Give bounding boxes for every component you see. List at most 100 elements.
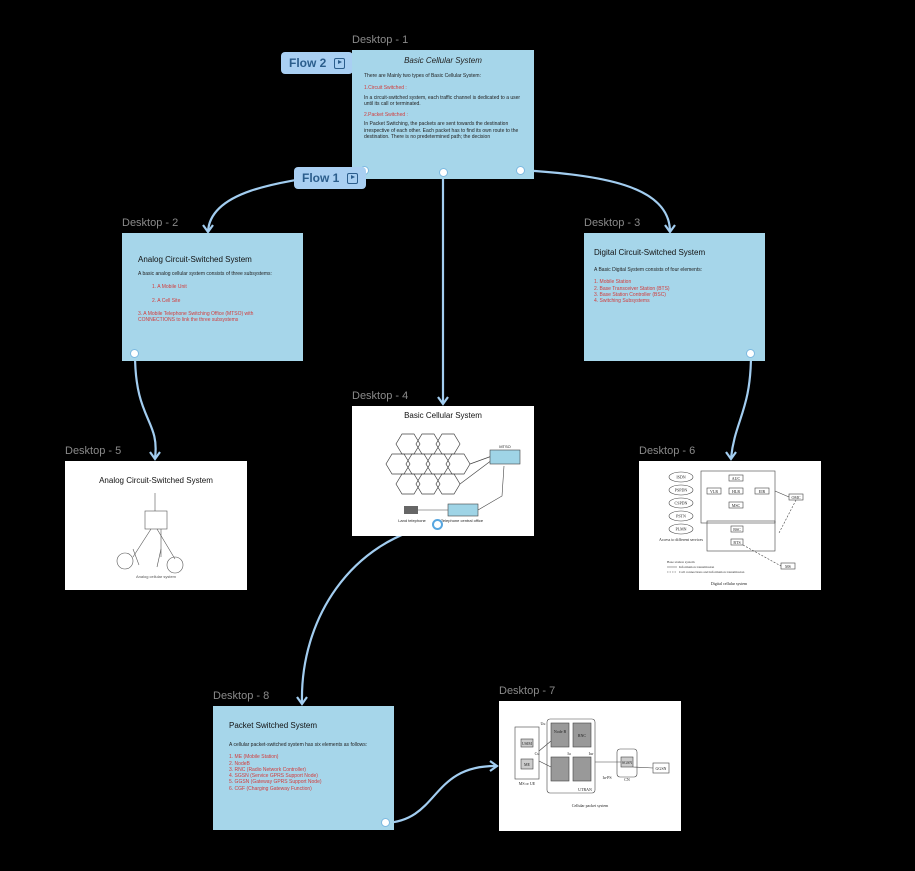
frame-desktop-1[interactable]: Basic Cellular System There are Mainly t… (352, 50, 534, 179)
flow-1-label: Flow 1 (302, 171, 340, 185)
frame-label-desktop-5: Desktop - 5 (65, 445, 122, 457)
legend-label: Information transmission (679, 565, 715, 569)
slide-item: 6. CGF (Charging Gateway Function) (229, 785, 312, 792)
connector-d1-d3 (519, 168, 672, 233)
play-icon[interactable] (334, 57, 346, 69)
network-node: CSPDN (675, 501, 688, 506)
diagram-box-label: AUC (732, 476, 741, 481)
diagram-box-label: OMC (791, 495, 800, 500)
slide-intro: A cellular packet-switched system has si… (229, 742, 368, 748)
slide-intro: A basic analog cellular system consists … (138, 271, 272, 277)
connection-handle[interactable] (432, 519, 443, 530)
diagram-label: Iu (567, 751, 570, 756)
diagram-box-label: MS (785, 564, 791, 569)
arrowhead-d2 (202, 224, 214, 234)
frame-desktop-7[interactable]: Uu Iu Iur Iu-PS UTRAN CN MS or UE GGSN S… (499, 701, 681, 831)
slide-item: 3. Base Station Controller (BSC) (594, 291, 666, 298)
slide-intro: There are Mainly two types of Basic Cell… (364, 73, 481, 79)
packet-system-diagram: Uu Iu Iur Iu-PS UTRAN CN MS or UE GGSN S… (514, 718, 670, 808)
diagram-label: GGSN (656, 766, 667, 771)
frame-label-desktop-6: Desktop - 6 (639, 445, 696, 457)
connector-d2-d5 (133, 353, 157, 459)
frame-desktop-5[interactable]: Analog Circuit-Switched System Analog ce… (65, 461, 247, 590)
slide-item-circuit: 1.Circuit Switched : (364, 85, 407, 92)
arrowhead-d8 (296, 696, 308, 706)
slide-title: Basic Cellular System (404, 411, 482, 420)
flow-2-tag[interactable]: Flow 2 (281, 52, 354, 74)
slide-text-circuit: In a circuit-switched system, each traff… (364, 94, 521, 107)
frame-desktop-6[interactable]: ISDN PSPDN CSPDN PSTN PLMN AUC VLR HLR E… (639, 461, 821, 590)
cell-grid-diagram: MTSO Land telephone Telephone central of… (385, 433, 521, 523)
diagram-box-label: VLR (710, 489, 718, 494)
connection-handle[interactable] (746, 349, 755, 358)
diagram-label: USIM (522, 741, 532, 746)
arrowhead-d6 (725, 451, 737, 461)
diagram-box-label: HLR (732, 489, 740, 494)
connection-handle[interactable] (381, 818, 390, 827)
legend-label: Base station system (667, 560, 695, 564)
diagram-label: SGSN (622, 760, 632, 765)
frame-label-desktop-7: Desktop - 7 (499, 685, 556, 697)
network-node: PSPDN (675, 488, 688, 493)
slide-title: Packet Switched System (229, 721, 318, 730)
diagram-label: Node B (554, 729, 567, 734)
slide-item: 1. Mobile Station (594, 279, 632, 286)
flow-2-label: Flow 2 (289, 56, 327, 70)
slide-title: Digital Circuit-Switched System (594, 248, 706, 257)
slide-title: Basic Cellular System (404, 56, 482, 65)
arrowhead-d4 (437, 396, 449, 406)
network-node: PSTN (676, 514, 686, 519)
diagram-label: ME (524, 762, 531, 767)
diagram-caption: Cellular packet system (572, 803, 609, 808)
slide-text-packet: In Packet Switching, the packets are sen… (364, 121, 519, 140)
arrowhead-d7 (489, 760, 499, 772)
slide-item: 3. RNC (Radio Network Controller) (229, 766, 306, 773)
diagram-box-label: BTS (733, 540, 740, 545)
land-telephone-label: Land telephone (398, 518, 426, 523)
connection-handle[interactable] (516, 166, 525, 175)
diagram-caption: Analog cellular system (136, 574, 177, 579)
frame-label-desktop-2: Desktop - 2 (122, 217, 179, 229)
slide-item: 4. SGSN (Service GPRS Support Node) (229, 773, 318, 779)
slide-item: 2. NodeB (229, 760, 250, 767)
frame-desktop-4[interactable]: Basic Cellular System MTSO Land telephon… (352, 406, 534, 536)
connector-d4-d8 (300, 522, 439, 704)
frame-label-desktop-1: Desktop - 1 (352, 34, 409, 46)
diagram-label: Uu (541, 721, 546, 726)
connector-d3-d6 (729, 353, 753, 459)
slide-item-packet: 2.Packet Switched : (364, 112, 408, 118)
slide-item: 4. Switching Subsystems (594, 298, 650, 304)
arrowhead-d5 (149, 451, 161, 461)
network-node: ISDN (676, 475, 685, 480)
diagram-label: MS or UE (519, 781, 536, 786)
arrowhead-d3 (664, 224, 676, 234)
slide-title: Analog Circuit-Switched System (99, 476, 213, 485)
diagram-box-label: EIR (759, 489, 766, 494)
diagram-label: Iu-PS (602, 775, 611, 780)
frame-desktop-3[interactable]: Digital Circuit-Switched System A Basic … (584, 233, 765, 361)
slide-item: 2. Base Transceiver Station (BTS) (594, 285, 670, 292)
slide-item: 1. A Mobile Unit (152, 284, 187, 291)
slide-title: Analog Circuit-Switched System (138, 255, 252, 264)
frame-label-desktop-8: Desktop - 8 (213, 690, 270, 702)
connection-handle[interactable] (439, 168, 448, 177)
flow-1-tag[interactable]: Flow 1 (294, 167, 367, 189)
slide-item: 3. A Mobile Telephone Switching Office (… (138, 310, 254, 323)
slide-item: 2. A Cell Site (152, 297, 181, 304)
analog-system-diagram: Analog cellular system (116, 493, 184, 579)
connector-d8-d7 (385, 764, 498, 825)
diagram-box-label: MSC (732, 503, 741, 508)
diagram-box-label: BSC (733, 527, 741, 532)
diagram-caption: Digital cellular system (711, 581, 748, 586)
network-node: PLMN (675, 527, 686, 532)
frame-desktop-2[interactable]: Analog Circuit-Switched System A basic a… (122, 233, 303, 361)
frame-label-desktop-3: Desktop - 3 (584, 217, 641, 229)
digital-system-diagram: ISDN PSPDN CSPDN PSTN PLMN AUC VLR HLR E… (659, 470, 804, 586)
diagram-label: UTRAN (578, 787, 592, 792)
mtso-label: MTSO (499, 444, 511, 449)
play-icon[interactable] (347, 172, 359, 184)
slide-item: 5. GGSN (Gateway GPRS Support Node) (229, 779, 322, 786)
frame-desktop-8[interactable]: Packet Switched System A cellular packet… (213, 706, 394, 830)
slide-intro: A Basic Digital System consists of four … (594, 267, 703, 273)
connection-handle[interactable] (130, 349, 139, 358)
